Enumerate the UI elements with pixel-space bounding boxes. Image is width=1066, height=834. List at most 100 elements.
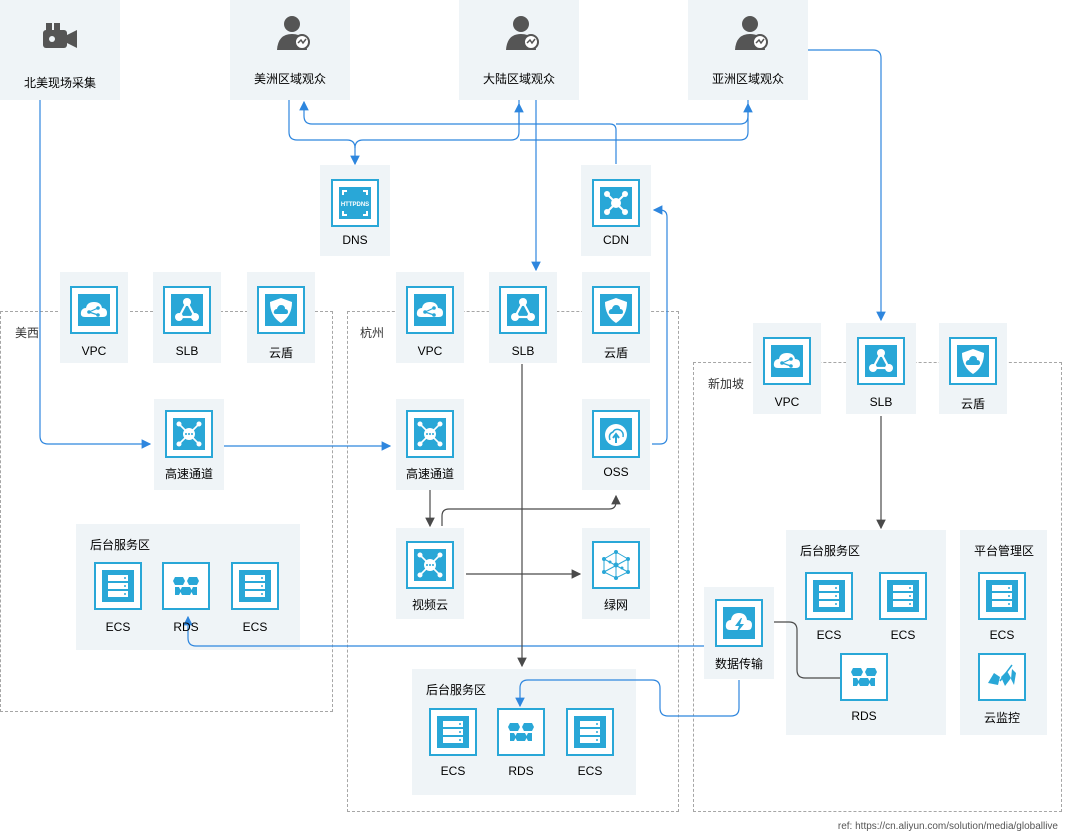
cdn-node[interactable]: CDN (581, 165, 651, 256)
ecs-label: ECS (890, 628, 916, 642)
data-transfer-label: 数据传输 (714, 657, 763, 671)
west-express-node[interactable]: 高速通道 (154, 399, 224, 490)
viewer-mainland-node[interactable]: 大陆区域观众 (459, 0, 579, 100)
video-camera-icon (36, 14, 84, 62)
express-label: 高速通道 (164, 467, 213, 481)
hangzhou-shield-node[interactable]: 云盾 (582, 272, 650, 363)
rds-database-icon (497, 708, 545, 756)
hangzhou-oss-node[interactable]: OSS (582, 399, 650, 490)
singapore-backend-ecs-2[interactable]: ECS (879, 572, 927, 652)
ecs-server-icon (429, 708, 477, 756)
user-search-icon (728, 8, 776, 56)
oss-label: OSS (603, 465, 629, 479)
group-title: 后台服务区 (90, 538, 151, 552)
ecs-server-icon (566, 708, 614, 756)
west-slb-node[interactable]: SLB (153, 272, 221, 363)
green-net-mesh-icon (592, 541, 640, 589)
video-cloud-icon (406, 541, 454, 589)
west-backend-ecs-2[interactable]: ECS (231, 562, 279, 642)
slb-label: SLB (869, 395, 893, 409)
user-search-icon (270, 8, 318, 56)
vpc-label: VPC (774, 395, 800, 409)
vpc-label: VPC (81, 344, 107, 358)
rds-label: RDS (173, 620, 199, 634)
west-backend-ecs-1[interactable]: ECS (94, 562, 142, 642)
cdn-label: CDN (603, 233, 629, 247)
vpc-cloud-icon (406, 286, 454, 334)
region-label: 杭州 (360, 326, 385, 340)
shield-icon (257, 286, 305, 334)
ecs-server-icon (94, 562, 142, 610)
video-cloud-node[interactable]: 视频云 (396, 528, 464, 619)
slb-icon (163, 286, 211, 334)
express-label: 高速通道 (405, 467, 454, 481)
ecs-label: ECS (242, 620, 268, 634)
hangzhou-backend-rds[interactable]: RDS (497, 708, 545, 788)
viewer-americas-node[interactable]: 美洲区域观众 (230, 0, 350, 100)
express-connect-icon (406, 410, 454, 458)
slb-label: SLB (511, 344, 535, 358)
slb-icon (857, 337, 905, 385)
west-shield-node[interactable]: 云盾 (247, 272, 315, 363)
singapore-backend-ecs-1[interactable]: ECS (805, 572, 853, 652)
viewer-label: 大陆区域观众 (482, 72, 555, 86)
vpc-label: VPC (417, 344, 443, 358)
ecs-label: ECS (989, 628, 1015, 642)
cdn-icon (592, 179, 640, 227)
ecs-server-icon (231, 562, 279, 610)
singapore-slb-node[interactable]: SLB (846, 323, 916, 414)
viewer-label: 美洲区域观众 (253, 72, 326, 86)
reference-footnote: ref: https://cn.aliyun.com/solution/medi… (837, 821, 1058, 832)
capture-label: 北美现场采集 (23, 76, 96, 90)
viewer-asia-node[interactable]: 亚洲区域观众 (688, 0, 808, 100)
hangzhou-express-node[interactable]: 高速通道 (396, 399, 464, 490)
shield-label: 云盾 (268, 346, 293, 360)
oss-upload-icon (592, 410, 640, 458)
group-title: 后台服务区 (426, 683, 487, 697)
video-cloud-label: 视频云 (411, 598, 448, 612)
rds-label: RDS (851, 709, 877, 723)
ecs-label: ECS (816, 628, 842, 642)
rds-label: RDS (508, 764, 534, 778)
rds-database-icon (840, 653, 888, 701)
capture-node[interactable]: 北美现场采集 (0, 0, 120, 100)
ecs-label: ECS (440, 764, 466, 778)
hangzhou-slb-node[interactable]: SLB (489, 272, 557, 363)
hangzhou-backend-ecs-2[interactable]: ECS (566, 708, 614, 788)
hangzhou-vpc-node[interactable]: VPC (396, 272, 464, 363)
httpdns-icon: HTTPDNS (331, 179, 379, 227)
region-label: 新加坡 (708, 377, 745, 391)
dns-label: DNS (342, 233, 368, 247)
west-backend-rds[interactable]: RDS (162, 562, 210, 642)
ecs-label: ECS (105, 620, 131, 634)
shield-icon (592, 286, 640, 334)
group-title: 平台管理区 (974, 544, 1035, 558)
cloud-monitor-gauge-icon (978, 653, 1026, 701)
data-transfer-node[interactable]: 数据传输 (704, 587, 774, 679)
vpc-cloud-icon (70, 286, 118, 334)
west-vpc-node[interactable]: VPC (60, 272, 128, 363)
dns-node[interactable]: HTTPDNS DNS (320, 165, 390, 256)
cloud-monitor-label: 云监控 (983, 711, 1020, 725)
shield-label: 云盾 (603, 346, 628, 360)
green-net-node[interactable]: 绿网 (582, 528, 650, 619)
group-title: 后台服务区 (800, 544, 861, 558)
singapore-vpc-node[interactable]: VPC (753, 323, 821, 414)
singapore-shield-node[interactable]: 云盾 (939, 323, 1007, 414)
platform-ecs[interactable]: ECS (978, 572, 1026, 652)
ecs-label: ECS (577, 764, 603, 778)
green-net-label: 绿网 (603, 598, 628, 612)
express-connect-icon (165, 410, 213, 458)
slb-label: SLB (175, 344, 199, 358)
viewer-label: 亚洲区域观众 (711, 72, 784, 86)
ecs-server-icon (978, 572, 1026, 620)
hangzhou-backend-ecs-1[interactable]: ECS (429, 708, 477, 788)
user-search-icon (499, 8, 547, 56)
httpdns-icon-text: HTTPDNS (341, 202, 369, 208)
slb-icon (499, 286, 547, 334)
ecs-server-icon (879, 572, 927, 620)
singapore-backend-rds[interactable]: RDS (840, 653, 888, 733)
platform-cloud-monitor[interactable]: 云监控 (978, 653, 1026, 733)
vpc-cloud-icon (763, 337, 811, 385)
